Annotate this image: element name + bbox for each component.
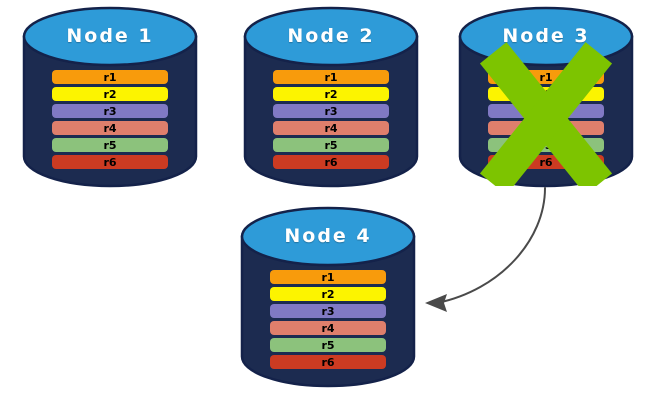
row-label: r2 bbox=[103, 87, 117, 101]
row-bar-r6[interactable]: r6 bbox=[273, 155, 389, 169]
row-bar-r6[interactable]: r6 bbox=[52, 155, 168, 169]
row-label: r5 bbox=[103, 138, 117, 152]
row-list: r1 r2 r3 r4 r5 r6 bbox=[270, 270, 386, 372]
row-bar-r3[interactable]: r3 bbox=[270, 304, 386, 318]
row-bar-r5[interactable]: r5 bbox=[488, 138, 604, 152]
arrow-curve bbox=[436, 187, 546, 304]
row-bar-r1[interactable]: r1 bbox=[270, 270, 386, 284]
row-bar-r1[interactable]: r1 bbox=[488, 70, 604, 84]
cylinder-top-ellipse bbox=[243, 6, 419, 67]
row-label: r2 bbox=[321, 287, 335, 301]
row-bar-r3[interactable]: r3 bbox=[488, 104, 604, 118]
row-label: r2 bbox=[539, 87, 553, 101]
row-label: r1 bbox=[321, 270, 335, 284]
row-label: r3 bbox=[103, 104, 117, 118]
cylinder-top-ellipse bbox=[240, 206, 416, 267]
row-bar-r4[interactable]: r4 bbox=[270, 321, 386, 335]
row-bar-r2[interactable]: r2 bbox=[488, 87, 604, 101]
row-bar-r5[interactable]: r5 bbox=[52, 138, 168, 152]
row-bar-r1[interactable]: r1 bbox=[273, 70, 389, 84]
row-bar-r1[interactable]: r1 bbox=[52, 70, 168, 84]
row-bar-r3[interactable]: r3 bbox=[273, 104, 389, 118]
row-label: r4 bbox=[324, 121, 338, 135]
row-label: r2 bbox=[324, 87, 338, 101]
row-label: r3 bbox=[321, 304, 335, 318]
row-label: r3 bbox=[539, 104, 553, 118]
row-bar-r4[interactable]: r4 bbox=[488, 121, 604, 135]
row-bar-r3[interactable]: r3 bbox=[52, 104, 168, 118]
row-label: r5 bbox=[324, 138, 338, 152]
row-bar-r5[interactable]: r5 bbox=[270, 338, 386, 352]
row-bar-r2[interactable]: r2 bbox=[273, 87, 389, 101]
row-list: r1 r2 r3 r4 r5 r6 bbox=[488, 70, 604, 172]
row-label: r4 bbox=[103, 121, 117, 135]
row-label: r5 bbox=[321, 338, 335, 352]
row-label: r4 bbox=[321, 321, 335, 335]
row-label: r1 bbox=[539, 70, 553, 84]
row-list: r1 r2 r3 r4 r5 r6 bbox=[273, 70, 389, 172]
row-label: r6 bbox=[539, 155, 553, 169]
row-label: r6 bbox=[103, 155, 117, 169]
row-label: r6 bbox=[321, 355, 335, 369]
row-label: r3 bbox=[324, 104, 338, 118]
row-label: r1 bbox=[103, 70, 117, 84]
row-bar-r6[interactable]: r6 bbox=[488, 155, 604, 169]
row-label: r6 bbox=[324, 155, 338, 169]
row-list: r1 r2 r3 r4 r5 r6 bbox=[52, 70, 168, 172]
row-bar-r4[interactable]: r4 bbox=[273, 121, 389, 135]
row-label: r1 bbox=[324, 70, 338, 84]
row-bar-r5[interactable]: r5 bbox=[273, 138, 389, 152]
row-bar-r2[interactable]: r2 bbox=[52, 87, 168, 101]
cylinder-top-ellipse bbox=[458, 6, 634, 67]
row-bar-r2[interactable]: r2 bbox=[270, 287, 386, 301]
cylinder-top-ellipse bbox=[22, 6, 198, 67]
arrow-head-icon bbox=[425, 294, 447, 312]
row-label: r5 bbox=[539, 138, 553, 152]
row-bar-r6[interactable]: r6 bbox=[270, 355, 386, 369]
row-bar-r4[interactable]: r4 bbox=[52, 121, 168, 135]
row-label: r4 bbox=[539, 121, 553, 135]
